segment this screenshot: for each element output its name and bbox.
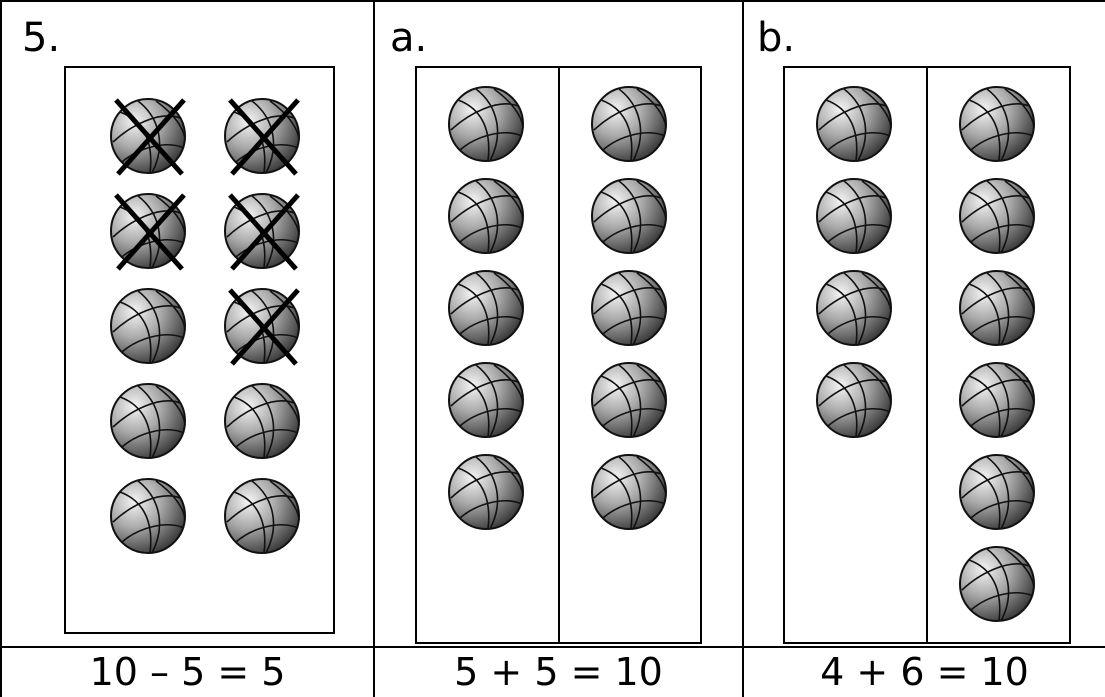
table-border-left — [0, 0, 2, 697]
basketball-icon — [108, 286, 188, 366]
basketball-icon — [446, 360, 526, 440]
basketball-icon — [957, 176, 1037, 256]
crossed-basketball-icon — [222, 96, 302, 176]
basketball-icon — [222, 476, 302, 556]
equation-text: 4 + 6 = 10 — [744, 648, 1105, 697]
crossed-basketball-icon — [108, 96, 188, 176]
crossed-basketball-icon — [222, 286, 302, 366]
crossed-basketball-icon — [222, 191, 302, 271]
basketball-icon — [957, 268, 1037, 348]
basketball-icon — [589, 176, 669, 256]
problem-label: b. — [757, 18, 795, 58]
basketball-icon — [814, 360, 894, 440]
basketball-icon — [957, 544, 1037, 624]
ten-frame — [64, 66, 335, 634]
frame-divider — [926, 68, 928, 642]
basketball-icon — [446, 268, 526, 348]
table-border-top — [0, 0, 1105, 2]
basketball-icon — [814, 84, 894, 164]
basketball-icon — [957, 452, 1037, 532]
basketball-icon — [589, 268, 669, 348]
crossed-basketball-icon — [108, 191, 188, 271]
basketball-icon — [108, 381, 188, 461]
basketball-icon — [814, 268, 894, 348]
problem-label: a. — [390, 18, 427, 58]
ten-frame — [415, 66, 702, 644]
basketball-icon — [589, 84, 669, 164]
ten-frame — [783, 66, 1071, 644]
basketball-icon — [957, 84, 1037, 164]
basketball-icon — [222, 381, 302, 461]
basketball-icon — [589, 452, 669, 532]
basketball-icon — [589, 360, 669, 440]
frame-divider — [558, 68, 560, 642]
equation-text: 10 – 5 = 5 — [2, 648, 373, 697]
column-divider-2 — [742, 0, 744, 697]
column-divider-1 — [373, 0, 375, 697]
basketball-icon — [446, 84, 526, 164]
basketball-icon — [957, 360, 1037, 440]
problem-label: 5. — [22, 18, 60, 58]
equation-text: 5 + 5 = 10 — [375, 648, 742, 697]
basketball-icon — [108, 476, 188, 556]
basketball-icon — [446, 452, 526, 532]
basketball-icon — [446, 176, 526, 256]
basketball-icon — [814, 176, 894, 256]
